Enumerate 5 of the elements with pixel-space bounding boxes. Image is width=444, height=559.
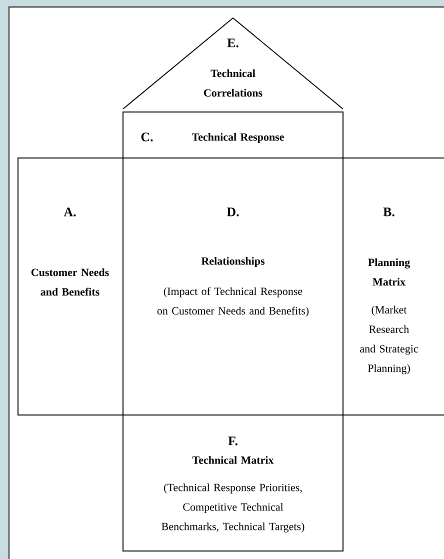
matrix-box: C. Technical Response	[122, 112, 344, 158]
matrix-box: F. Technical Matrix (Technical Response Priorities, Competitive Technical Benchmarks, Technical Targets)	[122, 414, 344, 552]
matrix-box: A. Customer Needs and Benefits	[18, 158, 124, 416]
matrix-box: D. Relationships (Impact of Technical Response on Customer Needs and Benefits)	[122, 158, 344, 416]
matrix-box: B. Planning Matrix (Market Research and Strategic Planning)	[342, 158, 444, 416]
